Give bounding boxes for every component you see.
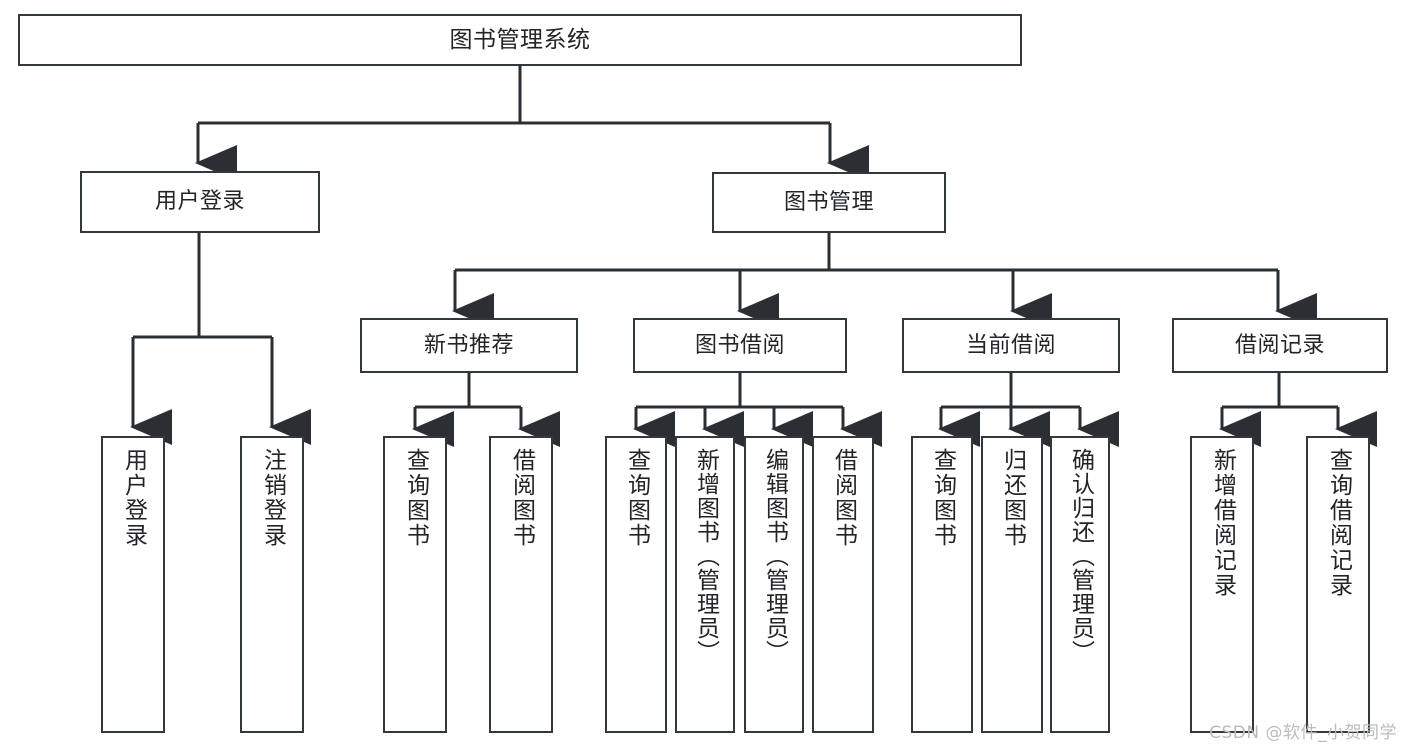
node-new-book-recommend[interactable]: 新书推荐: [360, 318, 578, 373]
leaf-new-book-borrow[interactable]: 借阅图书: [489, 436, 553, 733]
node-label: 新书推荐: [423, 332, 514, 358]
leaf-current-confirm-return-admin[interactable]: 确认归还（管理员）: [1050, 436, 1110, 733]
node-current-borrow[interactable]: 当前借阅: [902, 318, 1120, 373]
node-label: 借阅图书: [830, 448, 857, 548]
node-label: 查询图书: [623, 448, 650, 548]
leaf-new-book-query[interactable]: 查询图书: [383, 436, 447, 733]
leaf-borrow-edit-book-admin[interactable]: 编辑图书（管理员）: [744, 436, 804, 733]
node-label: 归还图书: [999, 448, 1026, 548]
node-root-system[interactable]: 图书管理系统: [18, 14, 1022, 66]
leaf-record-add-record[interactable]: 新增借阅记录: [1190, 436, 1254, 733]
node-borrow-record[interactable]: 借阅记录: [1172, 318, 1388, 373]
node-label: 用户登录: [120, 448, 147, 548]
leaf-borrow-borrow-book[interactable]: 借阅图书: [812, 436, 874, 733]
node-label: 图书借阅: [694, 332, 785, 358]
node-label: 当前借阅: [965, 332, 1056, 358]
node-label: 借阅图书: [508, 448, 535, 548]
leaf-user-login-logout[interactable]: 注销登录: [240, 436, 304, 733]
node-user-login[interactable]: 用户登录: [80, 171, 320, 233]
node-book-borrow[interactable]: 图书借阅: [633, 318, 847, 373]
leaf-borrow-add-book-admin[interactable]: 新增图书（管理员）: [675, 436, 735, 733]
node-label: 图书管理: [783, 189, 874, 215]
node-label: 用户登录: [154, 189, 245, 215]
node-label: 确认归还（管理员）: [1067, 448, 1094, 664]
leaf-borrow-query-book[interactable]: 查询图书: [605, 436, 667, 733]
leaf-current-query-book[interactable]: 查询图书: [911, 436, 973, 733]
node-label: 查询图书: [929, 448, 956, 548]
node-label: 查询图书: [402, 448, 429, 548]
leaf-current-return-book[interactable]: 归还图书: [981, 436, 1043, 733]
node-label: 编辑图书（管理员）: [761, 448, 788, 664]
node-book-management[interactable]: 图书管理: [712, 172, 946, 233]
leaf-record-query-record[interactable]: 查询借阅记录: [1306, 436, 1370, 733]
node-label: 新增图书（管理员）: [692, 448, 719, 664]
node-label: 新增借阅记录: [1209, 448, 1236, 598]
leaf-user-login-login[interactable]: 用户登录: [101, 436, 165, 733]
node-label: 注销登录: [259, 448, 286, 548]
node-label: 图书管理系统: [449, 26, 591, 53]
node-label: 借阅记录: [1234, 332, 1325, 358]
node-label: 查询借阅记录: [1325, 448, 1352, 598]
